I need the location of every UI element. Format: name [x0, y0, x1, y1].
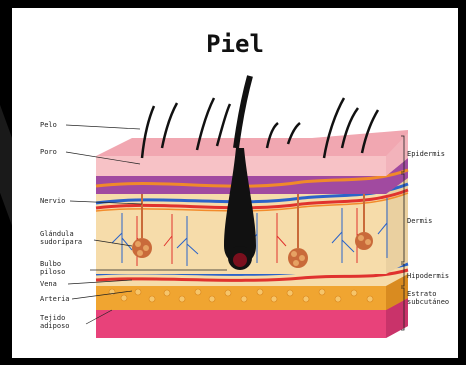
label-glandula: Glándula sudorípara	[40, 230, 82, 246]
label-glandula-line1: Glándula	[40, 230, 82, 238]
label-tejido-line2: adiposo	[40, 322, 70, 330]
sweat-gland-1	[132, 238, 152, 258]
label-vena: Vena	[40, 280, 57, 288]
label-tejido: Tejido adiposo	[40, 314, 70, 330]
label-dermis: Dermis	[407, 217, 432, 225]
label-tejido-line1: Tejido	[40, 314, 70, 322]
label-nervio: Nervio	[40, 197, 65, 205]
label-glandula-line2: sudorípara	[40, 238, 82, 246]
label-arteria: Arteria	[40, 295, 70, 303]
label-bulbo-line2: piloso	[40, 268, 65, 276]
diagram-title: Piel	[12, 30, 458, 58]
skin-diagram	[12, 8, 458, 358]
label-estrato-line1: Estrato	[407, 290, 449, 298]
sweat-gland-3	[355, 232, 373, 250]
label-bulbo-line1: Bulbo	[40, 260, 65, 268]
label-bulbo: Bulbo piloso	[40, 260, 65, 276]
label-pelo: Pelo	[40, 121, 57, 129]
label-epidermis: Epidermis	[407, 150, 445, 158]
label-estrato: Estrato subcutáneo	[407, 290, 449, 306]
label-hipodermis: Hipodermis	[407, 272, 449, 280]
diagram-card: Piel Pelo Poro Nervio Glándula sudorípar…	[12, 8, 458, 358]
label-estrato-line2: subcutáneo	[407, 298, 449, 306]
sweat-gland-2	[288, 248, 308, 268]
label-poro: Poro	[40, 148, 57, 156]
